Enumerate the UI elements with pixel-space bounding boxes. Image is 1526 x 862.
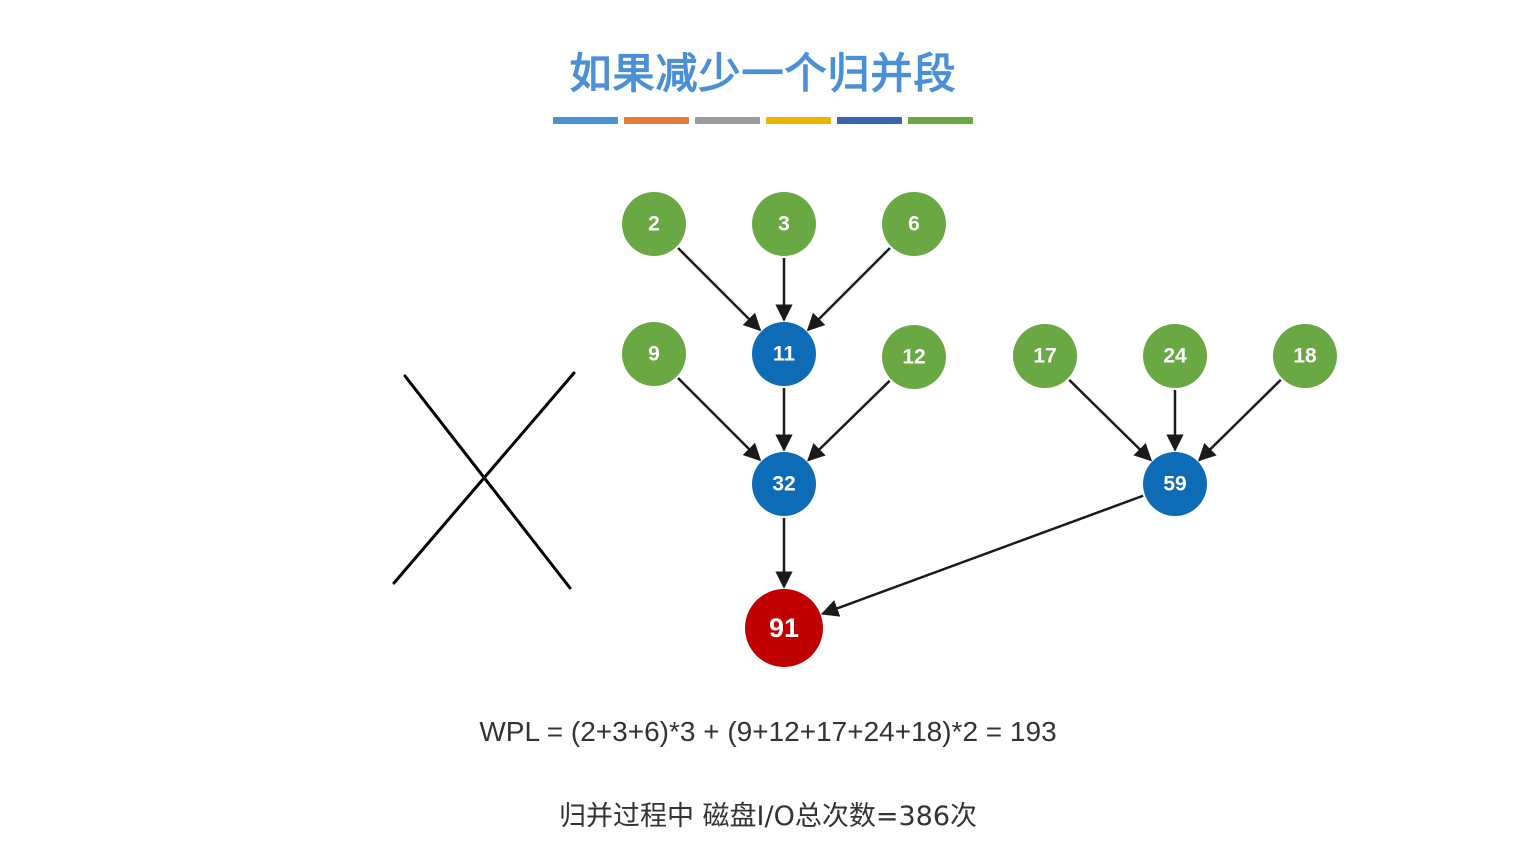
leaf-node: 6 <box>882 192 946 256</box>
nodes-layer: 2 3 6 9 11 12 17 24 18 32 59 91 <box>622 192 1337 667</box>
node-label: 24 <box>1163 345 1187 368</box>
node-circle <box>752 322 816 386</box>
internal-node: 32 <box>752 452 816 516</box>
node-circle <box>1273 324 1337 388</box>
node-circle <box>622 192 686 256</box>
color-bar <box>908 117 973 124</box>
color-bar <box>553 117 618 124</box>
node-label: 11 <box>773 343 796 366</box>
edge-arrow-n12-n32 <box>807 379 891 462</box>
node-circle <box>622 322 686 386</box>
edges-layer <box>677 247 1282 617</box>
wpl-formula: WPL = (2+3+6)*3 + (9+12+17+24+18)*2 = 19… <box>479 716 1057 747</box>
title-color-bars <box>553 117 973 124</box>
node-label: 9 <box>648 343 660 366</box>
color-bar <box>624 117 689 124</box>
node-label: 3 <box>778 213 790 236</box>
node-circle <box>1143 324 1207 388</box>
edge-arrow-n17-n59 <box>1068 378 1153 462</box>
node-circle <box>1013 324 1077 388</box>
node-label: 17 <box>1033 345 1056 368</box>
node-circle <box>882 325 946 389</box>
leaf-node: 12 <box>882 325 946 389</box>
io-summary: 归并过程中 磁盘I/O总次数=386次 <box>558 801 978 832</box>
node-label: 12 <box>902 346 925 369</box>
node-circle <box>745 589 823 667</box>
node-label: 6 <box>908 213 920 236</box>
leaf-node: 24 <box>1143 324 1207 388</box>
node-label: 2 <box>648 213 660 236</box>
node-circle <box>882 192 946 256</box>
color-bar <box>766 117 831 124</box>
node-label: 91 <box>769 613 799 643</box>
leaf-node: 3 <box>752 192 816 256</box>
leaf-node: 9 <box>622 322 686 386</box>
leaf-node: 2 <box>622 192 686 256</box>
cross-out-mark-icon <box>392 371 576 590</box>
color-bar <box>695 117 760 124</box>
internal-node: 59 <box>1143 452 1207 516</box>
edge-arrow-n18-n59 <box>1197 378 1282 462</box>
edge-arrow-n59-n91 <box>820 494 1144 617</box>
node-label: 18 <box>1293 345 1317 368</box>
edge-arrow-n2-n11 <box>677 247 762 332</box>
node-circle <box>1143 452 1207 516</box>
color-bar <box>837 117 902 124</box>
root-node: 91 <box>745 589 823 667</box>
internal-node: 11 <box>752 322 816 386</box>
leaf-node: 17 <box>1013 324 1077 388</box>
slide-title: 如果减少一个归并段 <box>569 49 957 98</box>
node-label: 32 <box>772 473 795 496</box>
edge-arrow-n6-n11 <box>806 247 891 332</box>
node-circle <box>752 452 816 516</box>
edge-arrow-n9-n32 <box>677 377 762 462</box>
node-label: 59 <box>1163 473 1186 496</box>
leaf-node: 18 <box>1273 324 1337 388</box>
node-circle <box>752 192 816 256</box>
